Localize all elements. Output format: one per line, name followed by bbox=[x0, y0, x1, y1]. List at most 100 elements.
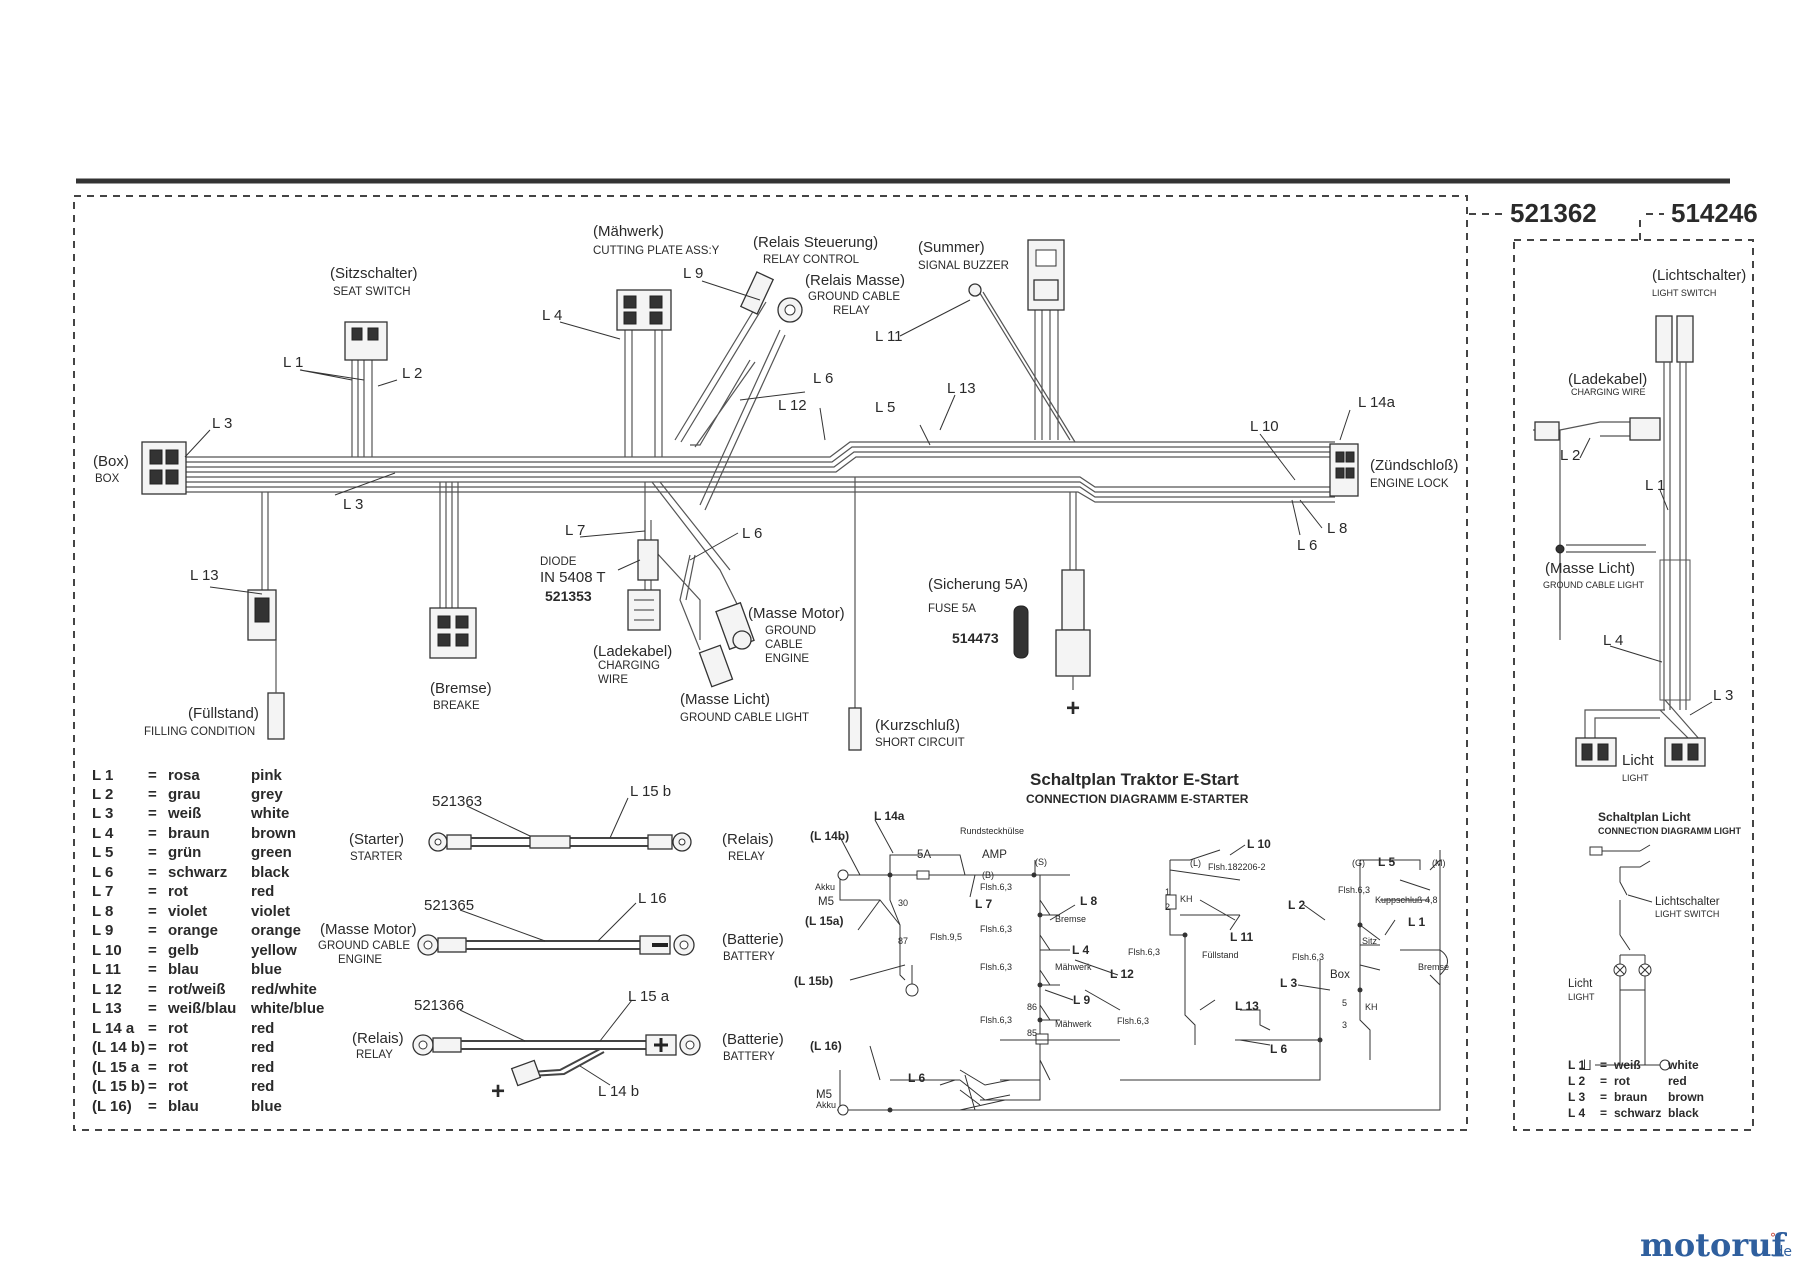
label-fill: (Füllstand) bbox=[188, 705, 259, 722]
tag-L14a: L 14a bbox=[1358, 394, 1396, 411]
svg-text:L 4: L 4 bbox=[92, 825, 114, 842]
label-fill-en: FILLING CONDITION bbox=[144, 726, 255, 738]
sch-L14a: L 14a bbox=[874, 809, 905, 823]
sch-L9: L 9 bbox=[1073, 993, 1090, 1007]
cable2-wire: L 16 bbox=[638, 890, 667, 907]
svg-text:grau: grau bbox=[168, 786, 201, 803]
svg-text:M5: M5 bbox=[818, 896, 834, 908]
svg-text:Füllstand: Füllstand bbox=[1202, 950, 1239, 960]
cable1-part: 521363 bbox=[432, 793, 482, 810]
label-mower: (Mähwerk) bbox=[593, 223, 664, 240]
svg-text:=: = bbox=[148, 1039, 157, 1056]
svg-text:(B): (B) bbox=[982, 870, 994, 880]
label-short-circuit: (Kurzschluß) bbox=[875, 717, 960, 734]
svg-text:red: red bbox=[251, 883, 274, 900]
svg-text:blue: blue bbox=[251, 1098, 282, 1115]
svg-text:L 4: L 4 bbox=[1568, 1106, 1585, 1120]
svg-text:2: 2 bbox=[1165, 902, 1170, 912]
label-relay-control-en: RELAY CONTROL bbox=[763, 254, 860, 266]
svg-text:=: = bbox=[148, 1078, 157, 1095]
sch-L15a: (L 15a) bbox=[805, 914, 843, 928]
mower-connector bbox=[616, 289, 672, 331]
svg-text:rot: rot bbox=[168, 1059, 188, 1076]
svg-text:braun: braun bbox=[1614, 1090, 1647, 1104]
label-mower-en: CUTTING PLATE ASS:Y bbox=[593, 245, 720, 257]
sch-L6a: L 6 bbox=[908, 1071, 925, 1085]
label-fuse-en: FUSE 5A bbox=[928, 603, 976, 615]
svg-text:(L 15 b): (L 15 b) bbox=[92, 1078, 145, 1095]
sch-L3: L 3 bbox=[1280, 976, 1297, 990]
svg-text:=: = bbox=[148, 1000, 157, 1017]
light-schem-switch-en: LIGHT SWITCH bbox=[1655, 909, 1719, 919]
light-schematic: Schaltplan Licht CONNECTION DIAGRAMM LIG… bbox=[1568, 810, 1741, 1120]
sch-L1: L 1 bbox=[1408, 915, 1425, 929]
brand-tld: .de bbox=[1770, 1244, 1792, 1260]
svg-text:red/white: red/white bbox=[251, 981, 317, 998]
svg-text:L 7: L 7 bbox=[92, 883, 113, 900]
svg-text:L 14 a: L 14 a bbox=[92, 1020, 135, 1037]
relay-control-connector bbox=[739, 271, 775, 315]
light-light-en: LIGHT bbox=[1622, 773, 1649, 783]
svg-text:orange: orange bbox=[251, 922, 301, 939]
ignition-connector bbox=[1329, 443, 1359, 497]
svg-text:braun: braun bbox=[168, 825, 210, 842]
label-ground-motor-en1: GROUND bbox=[765, 625, 816, 637]
svg-text:L 8: L 8 bbox=[92, 903, 113, 920]
svg-text:=: = bbox=[148, 961, 157, 978]
svg-text:orange: orange bbox=[168, 922, 218, 939]
svg-text:L 13: L 13 bbox=[92, 1000, 122, 1017]
cable3-right: (Batterie) bbox=[722, 1031, 784, 1048]
label-diode-part: 521353 bbox=[545, 588, 592, 604]
sch-L15b: (L 15b) bbox=[794, 974, 833, 988]
cable-521363: 521363 L 15 b (Starter) STARTER (Relais)… bbox=[349, 783, 774, 863]
light-frame bbox=[1513, 239, 1754, 1131]
tag-L2: L 2 bbox=[402, 365, 422, 382]
svg-text:5A: 5A bbox=[917, 849, 931, 861]
light-light: Licht bbox=[1622, 752, 1655, 769]
svg-text:Flsh.6,3: Flsh.6,3 bbox=[1128, 947, 1160, 957]
svg-text:(S): (S) bbox=[1035, 857, 1047, 867]
svg-text:Mähwerk: Mähwerk bbox=[1055, 1019, 1092, 1029]
svg-text:5: 5 bbox=[1342, 998, 1347, 1008]
label-box: (Box) bbox=[93, 453, 129, 470]
svg-text:KH: KH bbox=[1180, 894, 1193, 904]
tag-L6a: L 6 bbox=[813, 370, 833, 387]
svg-text:white: white bbox=[250, 805, 289, 822]
label-relay-ground: (Relais Masse) bbox=[805, 272, 905, 289]
svg-text:Box: Box bbox=[1330, 969, 1350, 981]
svg-text:=: = bbox=[148, 864, 157, 881]
svg-text:rot: rot bbox=[168, 883, 188, 900]
tag-L6c: L 6 bbox=[1297, 537, 1317, 554]
svg-text:=: = bbox=[148, 844, 157, 861]
svg-text:L 6: L 6 bbox=[92, 864, 113, 881]
light-tag-L2: L 2 bbox=[1560, 447, 1580, 464]
cable2-right: (Batterie) bbox=[722, 931, 784, 948]
svg-text:L 12: L 12 bbox=[92, 981, 122, 998]
light-switch: (Lichtschalter) bbox=[1652, 267, 1746, 284]
label-charging: (Ladekabel) bbox=[593, 643, 672, 660]
svg-text:grey: grey bbox=[251, 786, 283, 803]
light-switch-en: LIGHT SWITCH bbox=[1652, 288, 1716, 298]
svg-text:(M): (M) bbox=[1432, 858, 1446, 868]
svg-text:Flsh.6,3: Flsh.6,3 bbox=[980, 924, 1012, 934]
svg-text:weiß: weiß bbox=[167, 805, 201, 822]
svg-text:rot: rot bbox=[168, 1020, 188, 1037]
brand-dot: ° bbox=[1770, 1231, 1776, 1245]
relay-ground-ring bbox=[777, 297, 803, 323]
main-harness bbox=[185, 289, 1335, 710]
svg-text:violet: violet bbox=[251, 903, 290, 920]
svg-text:red: red bbox=[1668, 1074, 1687, 1088]
cable1-right: (Relais) bbox=[722, 831, 774, 848]
fuse-5a bbox=[1013, 605, 1029, 659]
light-schem-light-en: LIGHT bbox=[1568, 992, 1595, 1002]
svg-text:Flsh.6,3: Flsh.6,3 bbox=[1292, 952, 1324, 962]
